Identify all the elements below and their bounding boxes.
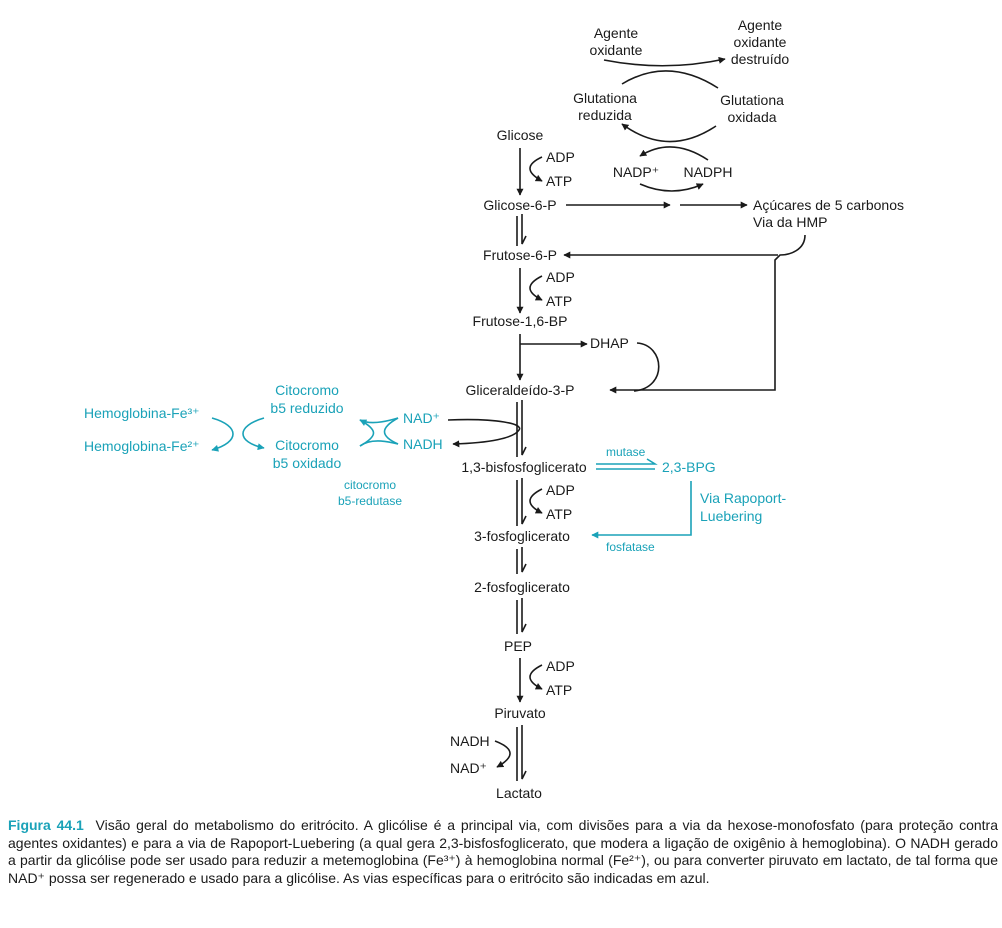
phosphatase-arrow [591,481,692,539]
mutase-label: mutase [606,445,646,459]
atp-label-3: ATP [546,506,572,522]
2pg-label: 2-fosfoglicerato [474,579,570,595]
f6p-label: Frutose-6-P [483,247,557,263]
cytochrome-reductase-label-1: citocromo [344,478,396,492]
erythrocyte-metabolism-diagram: Agente oxidante Agente oxidante destruíd… [84,17,904,801]
atp-label-4: ATP [546,682,572,698]
nadp-to-nadph-arc [639,183,704,192]
adp-label-1: ADP [546,149,575,165]
pep-label: PEP [504,638,532,654]
nad-to-nadh-loop [447,418,521,448]
atp-label-1: ATP [546,173,572,189]
adp-label-2: ADP [546,269,575,285]
glutathione-upper-arc [621,70,719,89]
2pg-pep-equilibrium [516,598,527,634]
atp-label-2: ATP [546,293,572,309]
glutathione-oxidized-label-2: oxidada [727,109,776,125]
pk-cofactor-arc [529,664,543,690]
oxidant-destroyed-label-3: destruído [731,51,790,67]
adp-label-4: ADP [546,658,575,674]
hemoglobin-cross-1 [211,417,234,452]
lactate-label: Lactato [496,785,542,801]
figure-label: Figura 44.1 [8,817,84,833]
glutathione-reduced-label-1: Glutationa [573,90,637,106]
nad-plus-label-2: NAD⁺ [450,760,487,776]
dhap-label: DHAP [590,335,629,351]
hexokinase-cofactor-arc [529,156,543,182]
rapoport-label-1: Via Rapoport- [700,490,786,506]
oxidant-destroyed-label-1: Agente [738,17,783,33]
nadph-label: NADPH [683,164,732,180]
mutase-equilibrium [596,458,658,470]
g3p-13bpg-equilibrium [516,400,527,457]
hmp-return-line [609,234,806,394]
cytochrome-reduced-label-1: Citocromo [275,382,339,398]
nad-cytochrome-cross-2 [383,417,399,445]
nadh-label-1: NADH [403,436,443,452]
glutathione-reduction-arc [621,123,717,143]
g6p-f6p-equilibrium [516,214,527,246]
sugars-label-2: Via da HMP [753,214,827,230]
g3p-label: Gliceraldeído-3-P [466,382,575,398]
cytochrome-reductase-label-2: b5-redutase [338,494,402,508]
rapoport-label-2: Luebering [700,508,762,524]
caption-text: Visão geral do metabolismo do eritrócito… [8,817,999,886]
3pg-label: 3-fosfoglicerato [474,528,570,544]
glucose-label: Glicose [497,127,544,143]
oxidant-label-2: oxidante [590,42,643,58]
dhap-to-g3p-curve [633,342,660,392]
oxidant-destroyed-label-2: oxidante [734,34,787,50]
pyruvate-lactate-equilibrium [516,725,527,781]
pgk-cofactor-arc [529,488,543,514]
adp-label-3: ADP [546,482,575,498]
pfk-cofactor-arc [529,275,543,301]
g6p-label: Glicose-6-P [483,197,556,213]
nad-cytochrome-cross-1 [359,419,375,447]
pyruvate-label: Piruvato [494,705,546,721]
oxidant-arrow [603,56,726,67]
f16bp-label: Frutose-1,6-BP [473,313,568,329]
hemoglobin-fe3-label: Hemoglobina-Fe³⁺ [84,405,200,421]
23bpg-label: 2,3-BPG [662,459,716,475]
hemoglobin-fe2-label: Hemoglobina-Fe²⁺ [84,438,200,454]
cytochrome-oxidized-label-2: b5 oxidado [273,455,342,471]
cytochrome-reduced-label-2: b5 reduzido [270,400,343,416]
nad-plus-label-1: NAD⁺ [403,410,440,426]
oxidant-label-1: Agente [594,25,639,41]
13bpg-label: 1,3-bisfosfoglicerato [461,459,587,475]
phosphatase-label: fosfatase [606,540,655,554]
sugars-label-1: Açúcares de 5 carbonos [753,197,904,213]
nadph-to-nadp-arrow [639,146,709,161]
nadh-to-nad-arc [494,740,511,768]
nadh-label-2: NADH [450,733,490,749]
glutathione-oxidized-label-1: Glutationa [720,92,784,108]
cytochrome-oxidized-label-1: Citocromo [275,437,339,453]
13bpg-3pg-equilibrium [516,478,527,526]
figure-caption: Figura 44.1 Visão geral do metabolismo d… [8,817,998,887]
nadp-label: NADP⁺ [613,164,659,180]
hemoglobin-cross-2 [242,417,265,451]
3pg-2pg-equilibrium [516,547,527,574]
glutathione-reduced-label-2: reduzida [578,107,632,123]
